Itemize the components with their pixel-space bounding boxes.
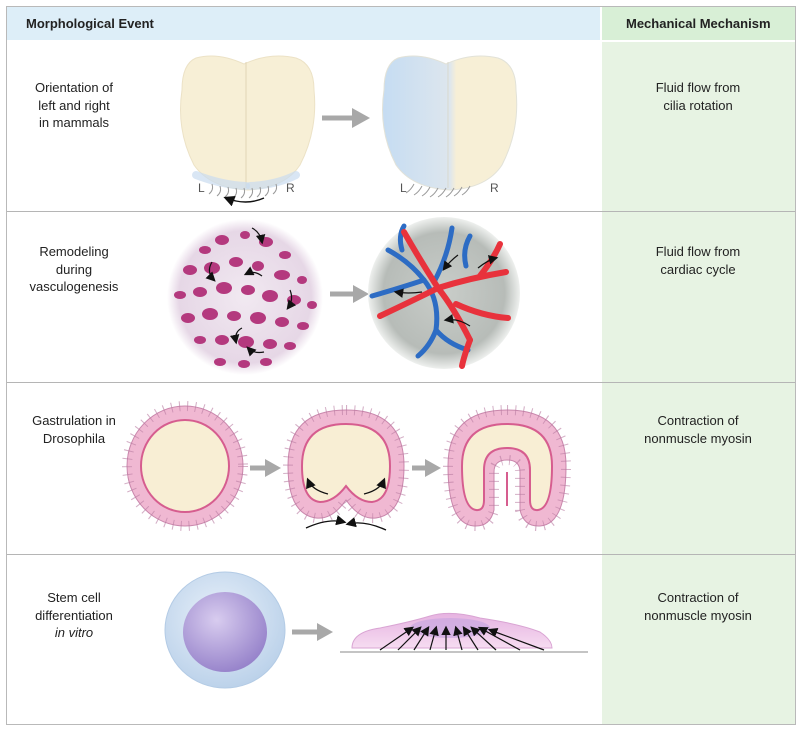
event-line: Gastrulation in [32, 413, 116, 428]
event-line: vasculogenesis [29, 279, 119, 294]
row-divider-2 [7, 382, 795, 383]
left-label-embryo-2: L [400, 181, 407, 195]
mechanism-label-1: Fluid flow from cilia rotation [608, 79, 788, 114]
event-line: Stem cell [47, 590, 101, 605]
mechanism-label-3: Contraction of nonmuscle myosin [608, 412, 788, 447]
mechanism-line: cilia rotation [663, 97, 733, 113]
event-label-2: Remodeling during vasculogenesis [14, 243, 134, 296]
right-label-embryo-2: R [490, 181, 499, 195]
mechanism-line: Fluid flow from [655, 80, 741, 95]
header-left-band [7, 7, 600, 40]
event-label-4: Stem cell differentiation in vitro [14, 589, 134, 642]
event-line: Drosophila [42, 430, 106, 446]
right-label-embryo-1: R [286, 181, 295, 195]
mechanism-line: nonmuscle myosin [644, 607, 752, 623]
event-line: in mammals [38, 115, 110, 130]
round-stem-cell [164, 571, 286, 689]
mechanism-label-2: Fluid flow from cardiac cycle [608, 243, 788, 278]
mechanism-line: Fluid flow from [655, 244, 741, 259]
arrowhead-row-3b [425, 459, 441, 477]
row-divider-1 [7, 211, 795, 212]
embryo-stage-1 [122, 401, 248, 531]
spread-cell [340, 612, 588, 653]
arrowhead-row-1 [352, 108, 370, 128]
event-line: left and right [38, 97, 110, 113]
header-mechanical-mechanism: Mechanical Mechanism [626, 16, 771, 31]
event-line: Remodeling [39, 244, 109, 259]
mechanism-line: Contraction of [657, 590, 739, 605]
blood-island-plexus [167, 219, 323, 375]
arrowhead-row-4 [317, 623, 333, 641]
left-label-embryo-1: L [198, 181, 205, 195]
event-line: Orientation of [34, 80, 114, 95]
embryo-stage-2 [282, 404, 410, 531]
mechanism-line: Contraction of [657, 413, 739, 428]
embryo-after [382, 55, 518, 198]
arrowhead-row-2 [353, 285, 369, 303]
mechanism-line: cardiac cycle [660, 261, 736, 277]
header-right-band [602, 7, 795, 40]
event-line: in vitro [54, 625, 94, 640]
embryo-stage-3 [442, 404, 572, 532]
mechanism-column [602, 42, 795, 724]
event-label-1: Orientation of left and right in mammals [14, 79, 134, 132]
event-label-3: Gastrulation in Drosophila [14, 412, 134, 447]
event-line: during [55, 261, 93, 277]
header-morphological-event: Morphological Event [26, 16, 154, 31]
row-divider-3 [7, 554, 795, 555]
figure-border [6, 6, 796, 725]
vascular-network [368, 217, 520, 369]
arrowhead-row-3a [265, 459, 281, 477]
event-line: differentiation [35, 607, 113, 623]
mechanism-line: nonmuscle myosin [644, 430, 752, 446]
embryo-before [180, 55, 316, 207]
mechanism-label-4: Contraction of nonmuscle myosin [608, 589, 788, 624]
